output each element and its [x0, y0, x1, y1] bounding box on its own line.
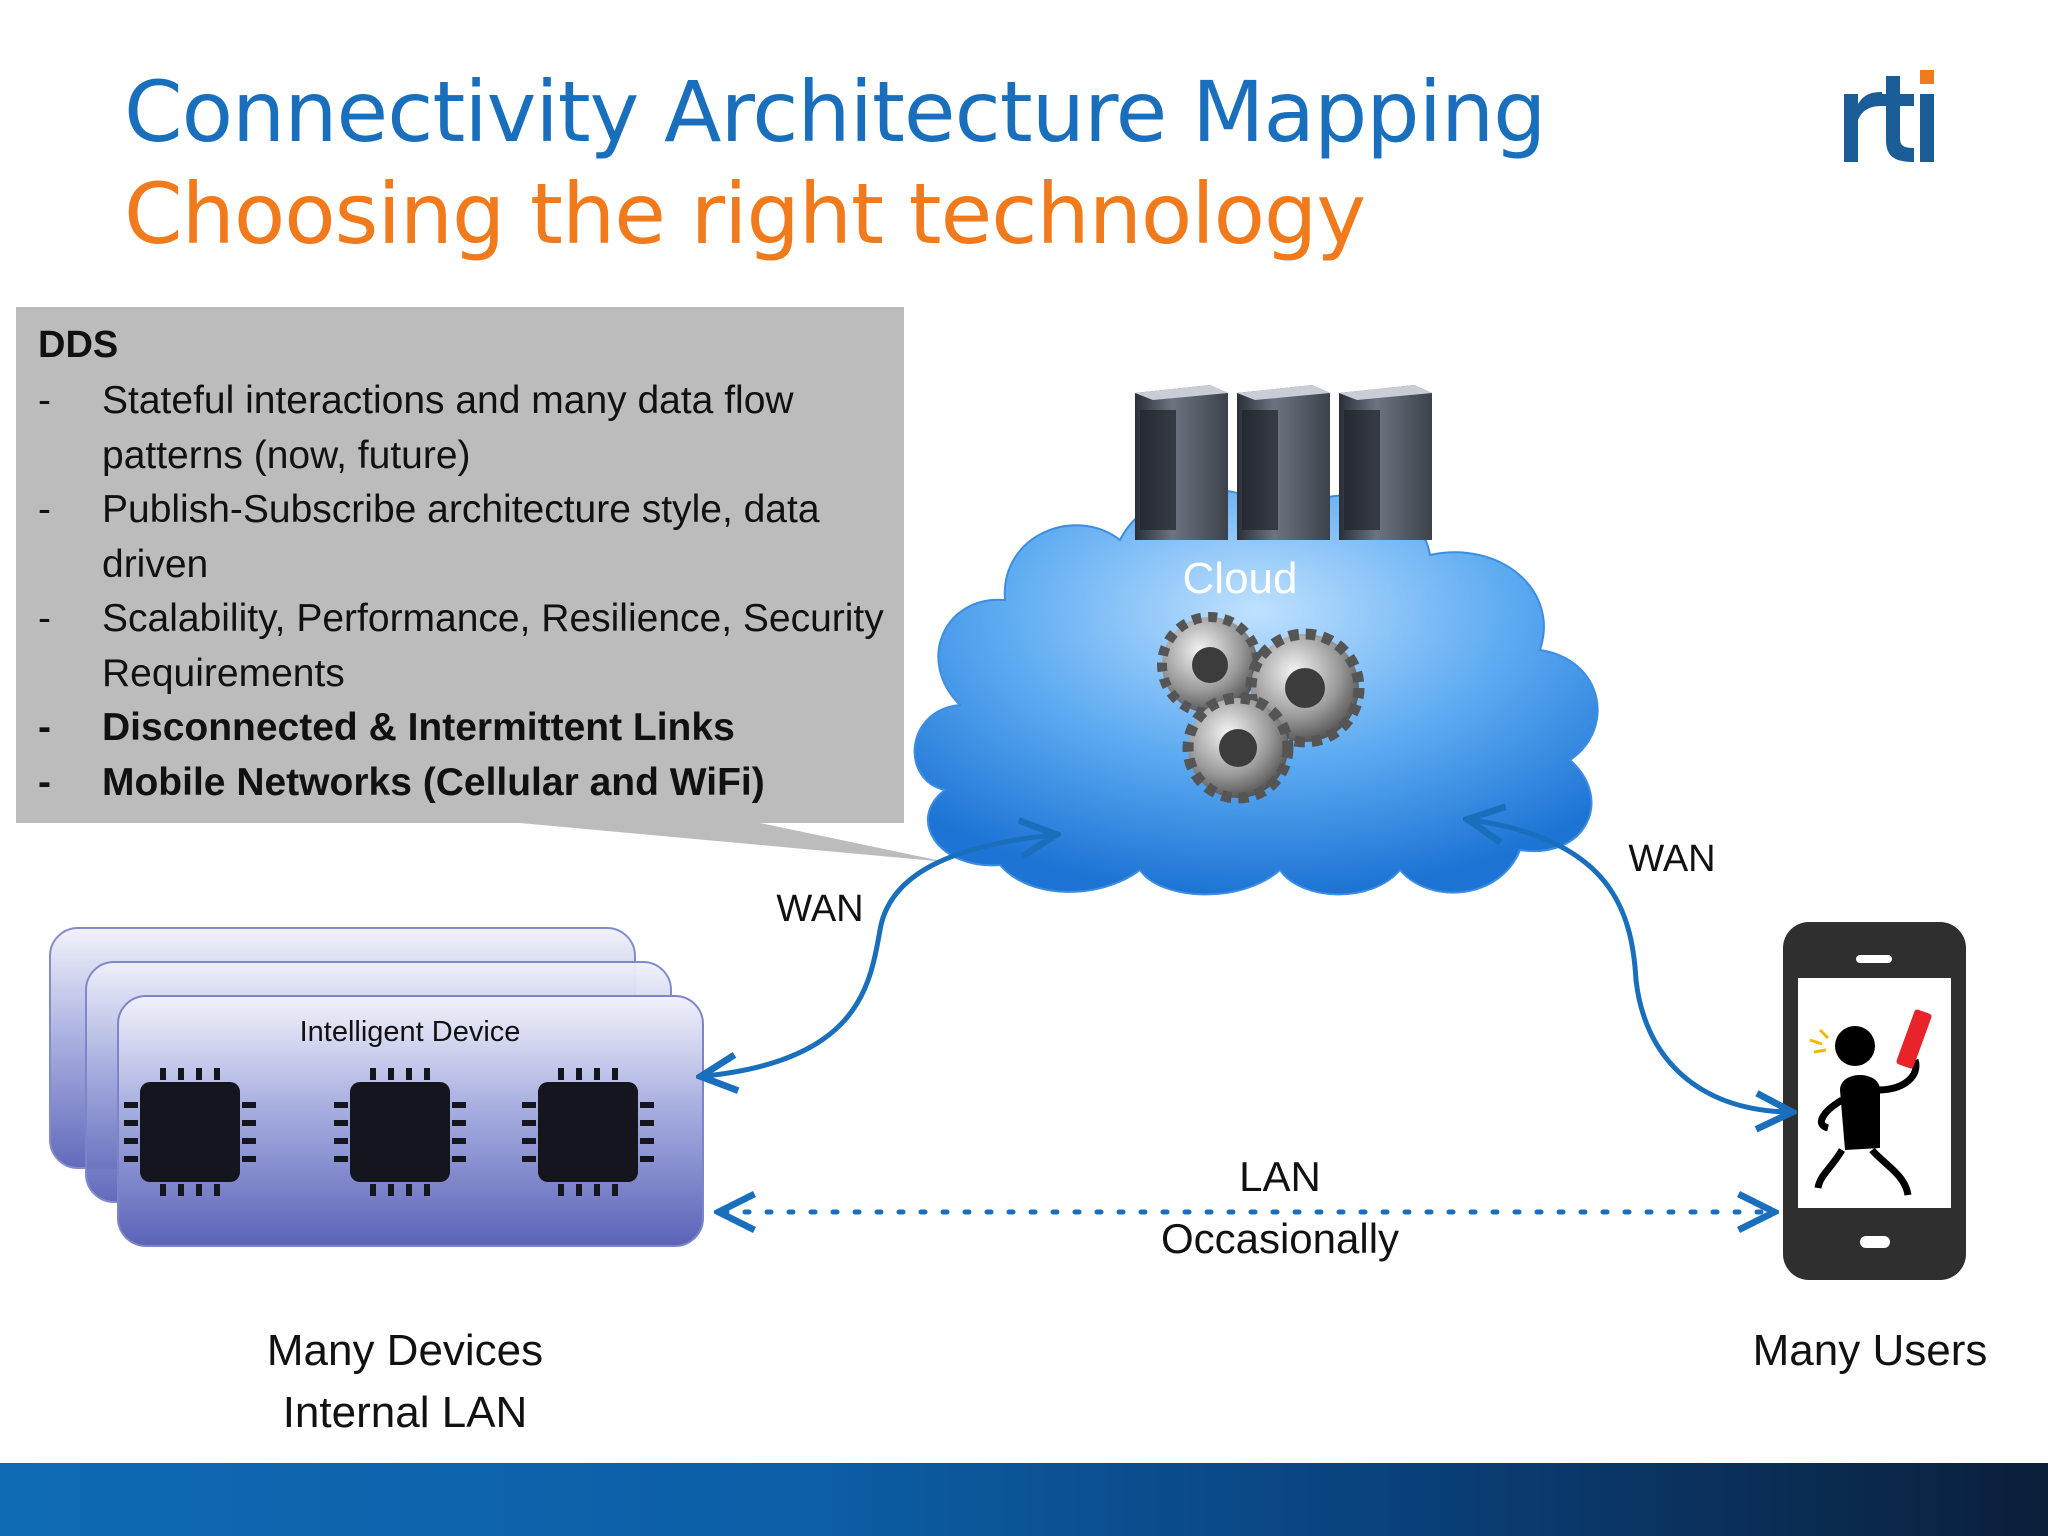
server-icons	[1135, 385, 1432, 540]
lan-label: LAN	[1239, 1153, 1321, 1200]
server-icon	[1237, 385, 1330, 540]
devices-lan-caption: Internal LAN	[282, 1388, 528, 1437]
wan-label-left: WAN	[776, 888, 864, 930]
callout-item: - Publish-Subscribe architecture style, d…	[38, 483, 898, 592]
callout-item: - Disconnected & Intermittent Links	[38, 701, 898, 756]
chip-icon	[124, 1068, 256, 1196]
rti-logo	[1844, 70, 1934, 162]
bullet-dash: -	[38, 488, 51, 531]
slide-title: Connectivity Architecture Mapping	[124, 63, 1546, 161]
chip-icons	[124, 1068, 654, 1196]
callout-item-text: Publish-Subscribe architecture style, da…	[102, 488, 820, 586]
callout-item: - Mobile Networks (Cellular and WiFi)	[38, 756, 898, 811]
gears-icon	[1157, 612, 1365, 804]
slide-subtitle: Choosing the right technology	[124, 165, 1366, 263]
bullet-dash: -	[38, 597, 51, 640]
callout-item-text: Disconnected & Intermittent Links	[102, 706, 735, 749]
users-caption: Many Users	[1752, 1326, 1988, 1375]
server-icon	[1135, 385, 1228, 540]
callout-item-text: Stateful interactions and many data flow…	[102, 379, 794, 477]
device-label: Intelligent Device	[299, 1016, 521, 1048]
callout-item: - Stateful interactions and many data flo…	[38, 374, 898, 483]
callout-item: - Scalability, Performance, Resilience, S…	[38, 592, 898, 701]
callout-item-text: Scalability, Performance, Resilience, Se…	[102, 597, 884, 695]
callout-heading: DDS	[38, 324, 119, 366]
dds-callout-box	[16, 307, 904, 823]
footer-band	[0, 1463, 2048, 1536]
callout-item-text: Mobile Networks (Cellular and WiFi)	[102, 760, 765, 804]
bullet-dash: -	[38, 379, 51, 422]
callout-pointer	[520, 823, 946, 862]
callout-list: - Stateful interactions and many data flo…	[38, 374, 898, 810]
lan-occasionally-label: Occasionally	[1160, 1215, 1400, 1262]
chip-icon	[522, 1068, 654, 1196]
wan-arrow-right	[1472, 820, 1788, 1112]
wan-label-right: WAN	[1628, 838, 1716, 880]
bullet-dash: -	[38, 760, 51, 804]
smartphone-icon	[1783, 922, 1966, 1280]
wan-arrow-left	[705, 835, 1052, 1076]
logo-dot	[1920, 70, 1934, 84]
server-icon	[1339, 385, 1432, 540]
cloud-label: Cloud	[1182, 554, 1298, 603]
user-figure-icon	[1809, 1009, 1932, 1196]
devices-caption: Many Devices	[266, 1326, 544, 1375]
bullet-dash: -	[38, 706, 51, 749]
chip-icon	[334, 1068, 466, 1196]
